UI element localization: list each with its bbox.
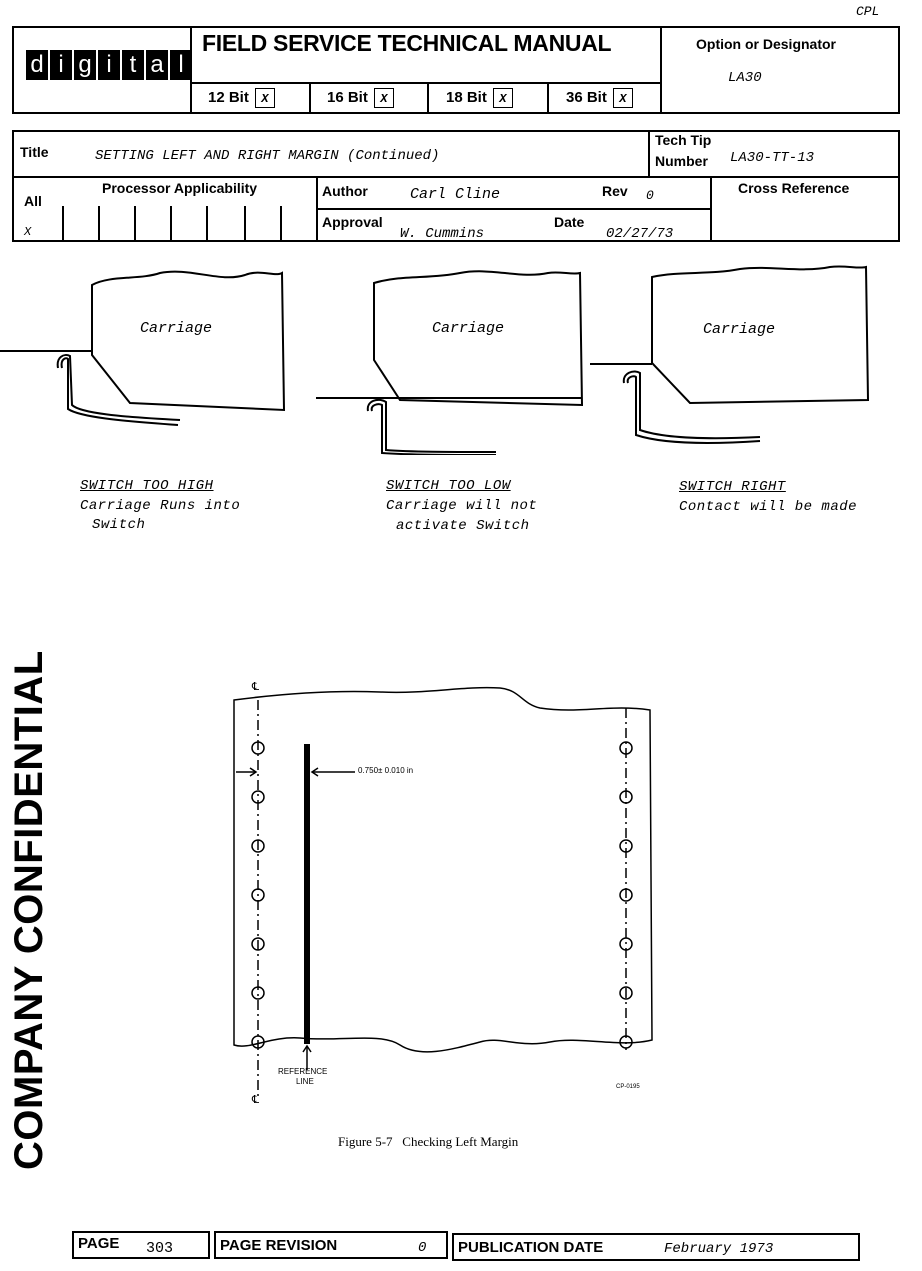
date-value: 02/27/73 — [606, 226, 674, 240]
carriage-diagrams — [0, 265, 870, 455]
dimension-label: 0.750± 0.010 in — [358, 766, 414, 775]
figure-caption: Figure 5-7 Checking Left Margin — [338, 1134, 519, 1149]
caption-2-title: SWITCH TOO LOW — [386, 478, 511, 494]
carriage-2-label: Carriage — [432, 320, 505, 337]
confidential-stamp: COMPANY CONFIDENTIAL — [7, 650, 51, 1170]
drawing-code: CP-0195 — [616, 1084, 640, 1090]
carriage-1-body — [91, 270, 286, 412]
checkbox-16bit: X — [373, 88, 394, 108]
approval-value-clip: W. Cummins — [400, 226, 560, 240]
checkbox-12bit: X — [254, 88, 275, 108]
pubdate-box — [452, 1233, 860, 1261]
processor-label: Processor Applicability — [102, 180, 258, 196]
crossref-label: Cross Reference — [738, 180, 850, 196]
switch-1 — [56, 354, 181, 421]
centerline-bottom-symbol: ℄ — [252, 1094, 260, 1106]
page-box — [72, 1231, 210, 1259]
rev-label: Rev — [602, 183, 628, 199]
option-value: LA30 — [728, 70, 762, 86]
reference-line — [304, 744, 310, 1044]
centerline-top-symbol: ℄ — [252, 681, 260, 693]
paper-outline — [233, 686, 653, 1053]
carriage-3-label: Carriage — [703, 321, 776, 338]
reference-label-1: REFERENCE — [278, 1067, 328, 1076]
switch-2 — [366, 398, 497, 453]
carriage-2-body — [373, 270, 584, 407]
date-label: Date — [554, 214, 585, 230]
page-value: 303 — [146, 1240, 174, 1257]
manual-title: FIELD SERVICE TECHNICAL MANUAL — [202, 30, 612, 56]
caption-3-title: SWITCH RIGHT — [679, 479, 786, 495]
caption-1-line1: Carriage Runs into — [80, 498, 241, 514]
header-block — [12, 26, 900, 114]
option-label: Option or Designator — [696, 36, 836, 52]
page-label: PAGE — [78, 1235, 120, 1252]
carriage-3-body — [651, 265, 870, 405]
checkbox-18bit: X — [492, 88, 513, 108]
techtip-label: Tech Tip — [655, 132, 712, 148]
rev-value: 0 — [646, 188, 654, 203]
revision-value: 0 — [418, 1240, 427, 1256]
caption-3-line1: Contact will be made — [679, 499, 858, 515]
all-value: X — [24, 225, 32, 239]
all-label: All — [24, 193, 42, 209]
revision-box — [214, 1231, 448, 1259]
title-label: Title — [20, 144, 49, 160]
carriage-1-label: Carriage — [140, 320, 213, 337]
date-value-clip: 02/27/73 — [606, 226, 706, 240]
reference-label-2: LINE — [296, 1077, 314, 1086]
approval-label: Approval — [322, 214, 383, 230]
checkbox-36bit: X — [612, 88, 633, 108]
caption-2-line2: activate Switch — [396, 518, 530, 534]
info-block — [12, 130, 900, 242]
caption-1-title: SWITCH TOO HIGH — [80, 478, 214, 494]
switch-3 — [622, 370, 761, 440]
author-value: Carl Cline — [410, 186, 501, 203]
techtip-value: LA30-TT-13 — [730, 150, 815, 166]
corner-code: CPL — [856, 4, 880, 19]
pubdate-label: PUBLICATION DATE — [458, 1239, 604, 1256]
author-label: Author — [322, 183, 368, 199]
caption-1-line2: Switch — [92, 517, 146, 533]
pubdate-value: February 1973 — [664, 1241, 774, 1257]
revision-label: PAGE REVISION — [220, 1237, 338, 1254]
caption-2-line1: Carriage will not — [386, 498, 538, 514]
margin-figure — [233, 686, 653, 1100]
approval-value: W. Cummins — [400, 226, 485, 240]
techtip-number-label: Number — [655, 153, 708, 169]
title-value: SETTING LEFT AND RIGHT MARGIN (Continued… — [95, 148, 440, 164]
